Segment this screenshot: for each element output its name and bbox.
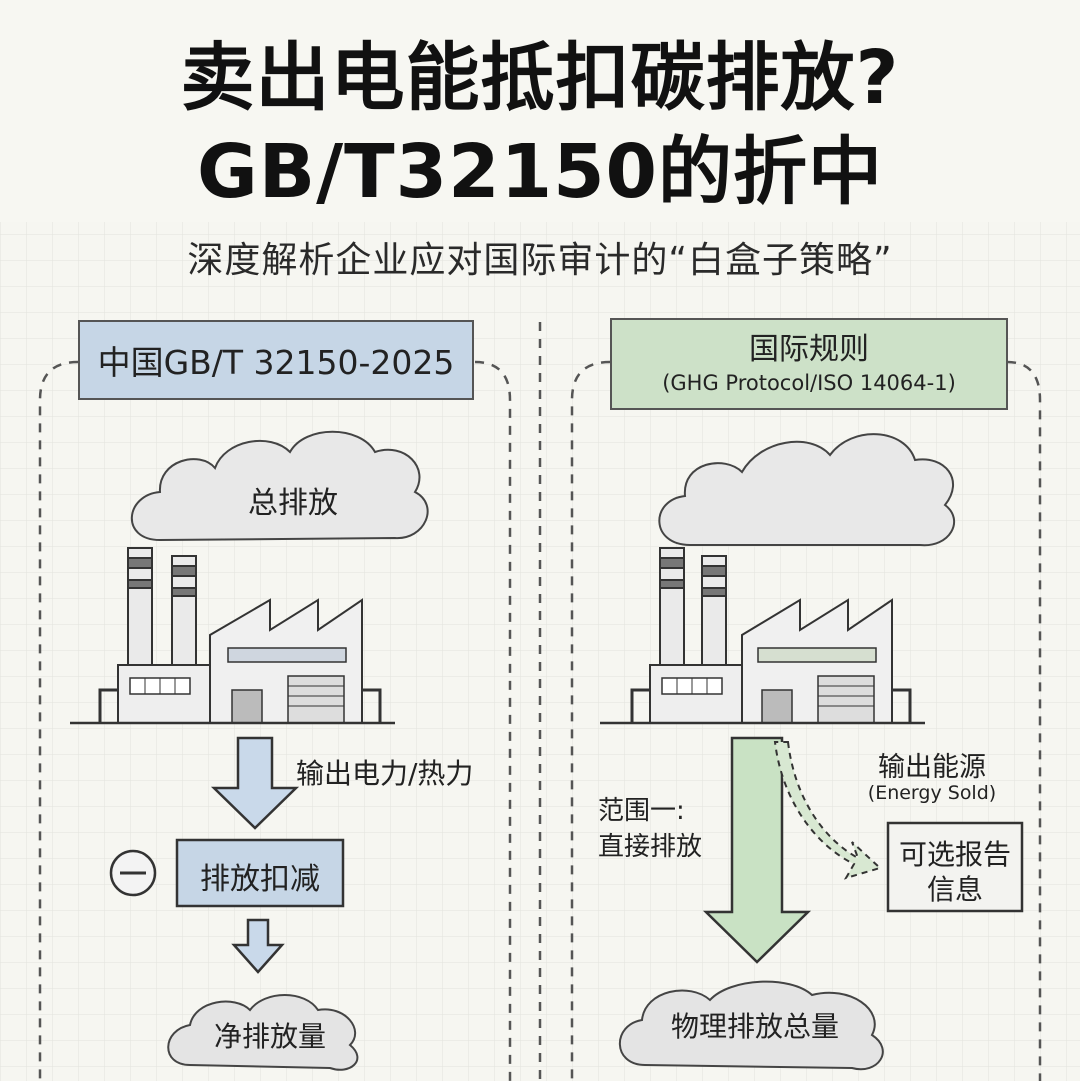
right-panel-header-line1: 国际规则 [749, 331, 869, 369]
left-panel-header: 中国GB/T 32150-2025 [78, 320, 474, 400]
left-minus-symbol: 一 [118, 855, 148, 895]
optional-box-line2: 信息 [888, 868, 1022, 908]
export-label: 输出能源 [862, 745, 1002, 784]
left-result-label: 净排放量 [180, 1015, 360, 1055]
optional-box-line1: 可选报告 [888, 833, 1022, 873]
left-panel-header-text: 中国GB/T 32150-2025 [98, 336, 455, 384]
subtitle: 深度解析企业应对国际审计的“白盒子策略” [0, 236, 1080, 286]
right-panel-header-line2: (GHG Protocol/ISO 14064-1) [662, 369, 956, 397]
scope1-label-line1: 范围一: [598, 790, 685, 827]
export-label-en: (Energy Sold) [852, 782, 1012, 804]
left-cloud-label: 总排放 [248, 478, 338, 522]
right-result-label: 物理排放总量 [630, 1005, 880, 1045]
left-arrow-label: 输出电力/热力 [296, 752, 473, 792]
deduction-box-label: 排放扣减 [177, 854, 343, 898]
scope1-label-line2: 直接排放 [598, 826, 702, 863]
right-panel-header: 国际规则 (GHG Protocol/ISO 14064-1) [610, 318, 1008, 410]
